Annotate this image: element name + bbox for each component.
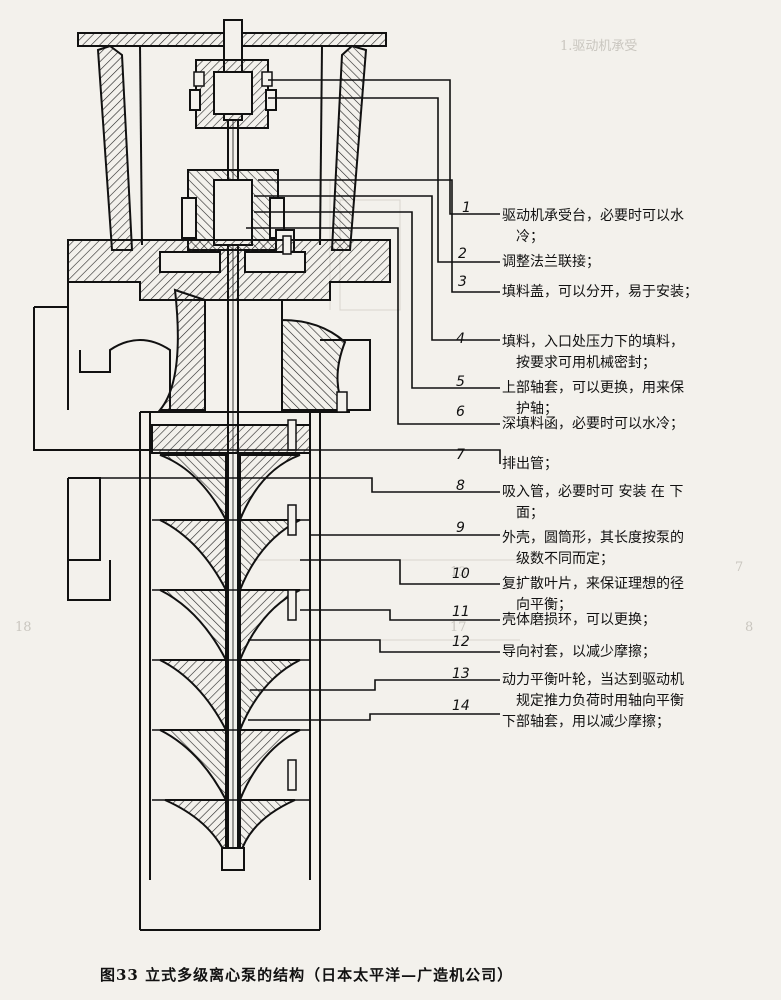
callout-number: 12 xyxy=(452,634,470,650)
bottom-nut xyxy=(221,847,245,871)
callout-label-13: 动力平衡叶轮，当达到驱动机规定推力负荷时用轴向平衡 xyxy=(502,672,684,709)
callout-label-7: 排出管； xyxy=(502,456,558,472)
callout-label-3: 填料盖，可以分开，易于安装； xyxy=(502,284,698,300)
callout-number: 1 xyxy=(462,200,471,216)
callout-number: 2 xyxy=(458,246,467,262)
bleed-number: 18 xyxy=(15,620,32,635)
callout-number: 11 xyxy=(452,604,470,620)
callout-number: 10 xyxy=(452,566,470,582)
callout-label-4: 填料，入口处压力下的填料，按要求可用机械密封； xyxy=(502,334,684,371)
leader-lines xyxy=(34,79,501,721)
callout-number: 7 xyxy=(456,447,465,463)
coupling xyxy=(189,59,277,129)
callout-number: 9 xyxy=(456,520,465,536)
callout-label-2: 调整法兰联接； xyxy=(502,254,600,270)
bleed-number: 7 xyxy=(735,560,744,575)
stage-separators xyxy=(152,519,310,801)
callout-number: 14 xyxy=(452,698,470,714)
callout-number: 3 xyxy=(458,274,467,290)
figure-caption: 图33 立式多级离心泵的结构（日本太平洋—广造机公司） xyxy=(100,966,514,984)
casing-upper xyxy=(67,282,371,413)
callout-label-11: 壳体磨损环，可以更换； xyxy=(502,612,656,628)
bleed-number: 8 xyxy=(745,620,754,635)
mid-flange xyxy=(67,239,391,301)
callout-number: 4 xyxy=(456,331,465,347)
callout-label-6: 深填料函，必要时可以水冷； xyxy=(502,416,684,432)
callout-label-1: 驱动机承受台，必要时可以水冷； xyxy=(502,208,684,245)
callout-label-8: 吸入管，必要时可 安装 在 下面； xyxy=(502,484,684,521)
left-frames xyxy=(33,306,150,601)
callout-number: 13 xyxy=(452,666,470,682)
bleed-heading: 1.驱动机承受 xyxy=(560,39,638,54)
callout-label-10: 复扩散叶片，来保证理想的径向平衡； xyxy=(502,576,684,613)
casing-barrel xyxy=(139,411,350,931)
callout-number: 6 xyxy=(456,404,465,420)
callout-label-12: 导向衬套，以减少摩擦； xyxy=(502,644,656,660)
bleed-number: 13 xyxy=(450,565,467,580)
callout-label-14: 下部轴套，用以减少摩擦； xyxy=(502,714,670,730)
callout-number: 8 xyxy=(456,478,465,494)
callout-label-9: 外壳，圆筒形，其长度按泵的级数不同而定； xyxy=(502,530,684,567)
bleed-number: 17 xyxy=(450,620,467,635)
callout-number: 5 xyxy=(456,374,465,390)
callout-label-5: 上部轴套，可以更换，用来保护轴； xyxy=(502,380,684,417)
